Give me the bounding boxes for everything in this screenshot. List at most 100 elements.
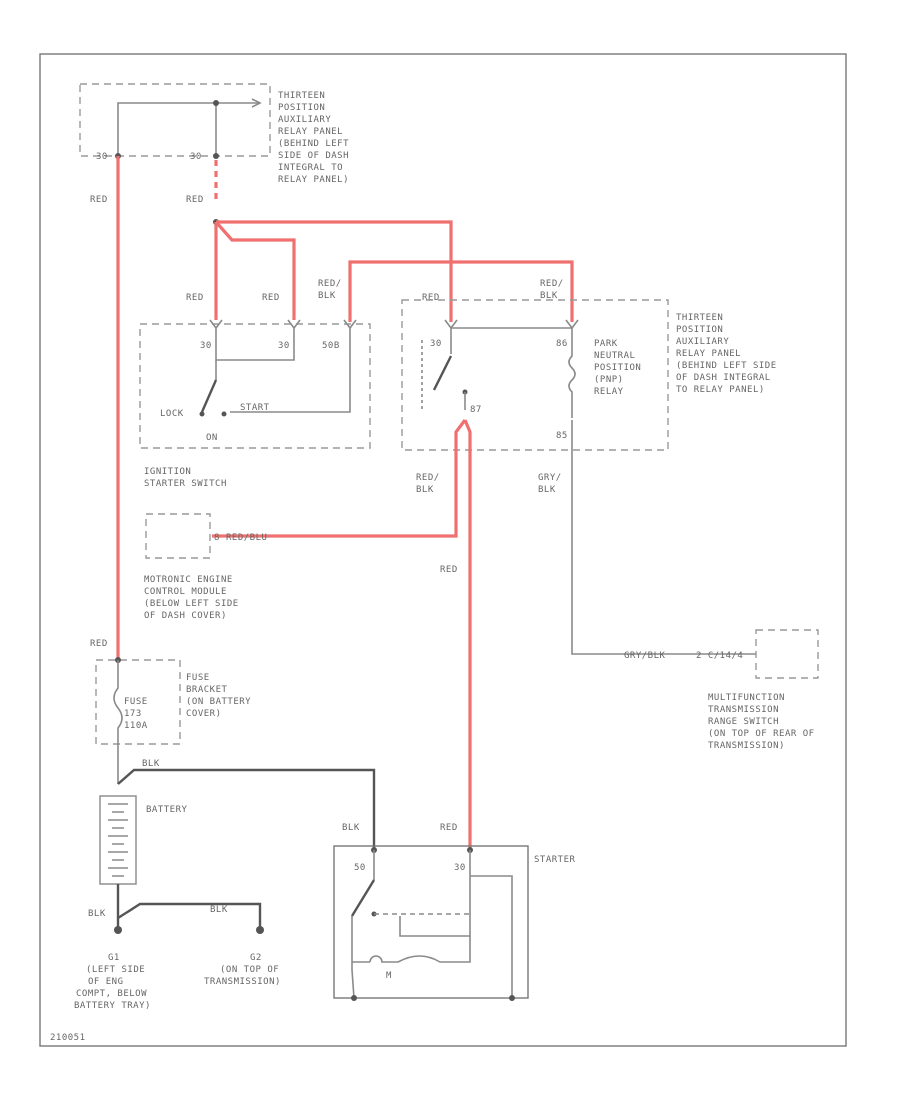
switch-position-on: ON <box>206 433 218 443</box>
blk-wire-to-g2 <box>117 902 262 928</box>
relay-panel-top-box <box>79 83 271 157</box>
red-wire-to-ign-30b <box>214 220 296 320</box>
wire-label-blk: BLK <box>210 905 228 915</box>
svg-text:FUSE: FUSE <box>124 697 148 707</box>
svg-text:POSITION: POSITION <box>278 103 325 113</box>
figure-id: 210051 <box>50 1033 86 1043</box>
pnp-relay-coil <box>568 328 576 418</box>
svg-text:86: 86 <box>556 339 568 349</box>
svg-text:RELAY: RELAY <box>594 387 624 397</box>
wire-label-red-blk: BLK <box>416 485 434 495</box>
fuse-bracket-box <box>95 659 181 745</box>
wire-label-red: RED <box>422 293 440 303</box>
wire-label-red: RED <box>186 195 204 205</box>
svg-text:MOTRONIC ENGINE: MOTRONIC ENGINE <box>144 575 233 585</box>
wire-label-gry-blk: BLK <box>538 485 556 495</box>
ground-g1-icon <box>114 926 122 934</box>
svg-text:PARK: PARK <box>594 339 618 349</box>
svg-text:TRANSMISSION): TRANSMISSION) <box>204 977 281 987</box>
range-switch-pin: 2 C/14/4 <box>696 651 743 661</box>
svg-text:COVER): COVER) <box>186 709 222 719</box>
wire-label-red: RED <box>440 823 458 833</box>
svg-text:173: 173 <box>124 709 142 719</box>
svg-text:IGNITION: IGNITION <box>144 467 191 477</box>
svg-text:(LEFT SIDE: (LEFT SIDE <box>86 965 145 975</box>
svg-text:30: 30 <box>278 341 290 351</box>
svg-text:THIRTEEN: THIRTEEN <box>278 91 325 101</box>
wire-label-red-blk: RED/ <box>318 279 342 289</box>
svg-text:(BEHIND LEFT SIDE: (BEHIND LEFT SIDE <box>676 361 777 371</box>
wire-label-red: RED <box>90 639 108 649</box>
wire-label-red: RED <box>90 195 108 205</box>
svg-text:30: 30 <box>200 341 212 351</box>
range-switch-box <box>755 629 819 679</box>
wire-label-blk: BLK <box>88 909 106 919</box>
svg-text:OF DASH INTEGRAL: OF DASH INTEGRAL <box>676 373 771 383</box>
wire-label-gry-blk: GRY/BLK <box>624 651 666 661</box>
svg-text:110A: 110A <box>124 721 148 731</box>
svg-text:MULTIFUNCTION: MULTIFUNCTION <box>708 693 785 703</box>
pnp-relay-connectors <box>444 319 579 330</box>
svg-text:OF DASH COVER): OF DASH COVER) <box>144 611 227 621</box>
wire-label-red: RED <box>186 293 204 303</box>
svg-text:85: 85 <box>556 431 568 441</box>
bus-arrow-icon <box>251 98 262 108</box>
fuse-bracket-label: FUSE BRACKET (ON BATTERY COVER) <box>186 673 251 719</box>
pnp-relay-box <box>401 299 669 451</box>
blk-wire-battery-to-starter <box>117 768 376 848</box>
svg-text:STARTER SWITCH: STARTER SWITCH <box>144 479 227 489</box>
svg-text:RANGE SWITCH: RANGE SWITCH <box>708 717 779 727</box>
svg-text:NEUTRAL: NEUTRAL <box>594 351 635 361</box>
ignition-switch-box <box>139 323 371 449</box>
relay-panel-right-label: THIRTEEN POSITION AUXILIARY RELAY PANEL … <box>676 313 777 395</box>
ground-g1-label: G1 (LEFT SIDE OF ENG COMPT, BELOW BATTER… <box>74 953 151 1011</box>
red-wire-to-starter <box>463 419 472 848</box>
ign-switch-blade <box>200 379 218 413</box>
svg-text:50: 50 <box>354 863 366 873</box>
red-wire-to-pnp-relay <box>216 220 453 322</box>
svg-text:G1: G1 <box>108 953 120 963</box>
wire-label-red: RED <box>440 565 458 575</box>
svg-text:87: 87 <box>470 405 482 415</box>
svg-text:FUSE: FUSE <box>186 673 210 683</box>
svg-text:COMPT, BELOW: COMPT, BELOW <box>76 989 147 999</box>
svg-text:(PNP): (PNP) <box>594 375 624 385</box>
svg-text:RELAY PANEL): RELAY PANEL) <box>278 175 349 185</box>
svg-text:TRANSMISSION: TRANSMISSION <box>708 705 779 715</box>
pnp-relay-contact-blade <box>432 355 453 391</box>
svg-text:8: 8 <box>214 533 220 543</box>
svg-text:POSITION: POSITION <box>594 363 641 373</box>
svg-text:(BELOW LEFT SIDE: (BELOW LEFT SIDE <box>144 599 239 609</box>
svg-text:(ON BATTERY: (ON BATTERY <box>186 697 251 707</box>
ign-switch-bus <box>215 328 295 361</box>
svg-text:OF ENG: OF ENG <box>88 977 124 987</box>
svg-text:30: 30 <box>454 863 466 873</box>
switch-position-lock: LOCK <box>160 409 184 419</box>
ignition-switch-label: IGNITION STARTER SWITCH <box>144 467 227 489</box>
svg-text:RELAY PANEL: RELAY PANEL <box>676 349 741 359</box>
pin-label: 30 <box>190 152 202 162</box>
svg-text:(ON TOP OF: (ON TOP OF <box>220 965 279 975</box>
svg-text:SIDE OF DASH: SIDE OF DASH <box>278 151 349 161</box>
relay-panel-bus <box>117 102 260 155</box>
wire-label-red-blk: RED/ <box>540 279 564 289</box>
fuse-173-symbol <box>113 660 123 744</box>
pin-label: 30 <box>96 152 108 162</box>
relay-panel-top-label: THIRTEEN POSITION AUXILIARY RELAY PANEL … <box>278 91 349 185</box>
svg-text:(BEHIND LEFT: (BEHIND LEFT <box>278 139 349 149</box>
bus-junction <box>213 100 219 106</box>
svg-text:INTEGRAL TO: INTEGRAL TO <box>278 163 343 173</box>
starter-solenoid-switch <box>350 879 376 917</box>
wire-label-red-blk: BLK <box>540 291 558 301</box>
wire-label-gry-blk: GRY/ <box>538 473 562 483</box>
ecm-label: MOTRONIC ENGINE CONTROL MODULE (BELOW LE… <box>144 575 239 621</box>
svg-text:(ON TOP OF REAR OF: (ON TOP OF REAR OF <box>708 729 815 739</box>
svg-text:50B: 50B <box>322 341 340 351</box>
svg-text:BATTERY TRAY): BATTERY TRAY) <box>74 1001 151 1011</box>
range-switch-label: MULTIFUNCTION TRANSMISSION RANGE SWITCH … <box>708 693 815 751</box>
gry-blk-wire-to-range-switch <box>571 420 756 655</box>
pnp-relay-label: PARK NEUTRAL POSITION (PNP) RELAY <box>594 339 641 397</box>
starter-label: STARTER <box>534 855 576 865</box>
svg-text:TO RELAY PANEL): TO RELAY PANEL) <box>676 385 765 395</box>
